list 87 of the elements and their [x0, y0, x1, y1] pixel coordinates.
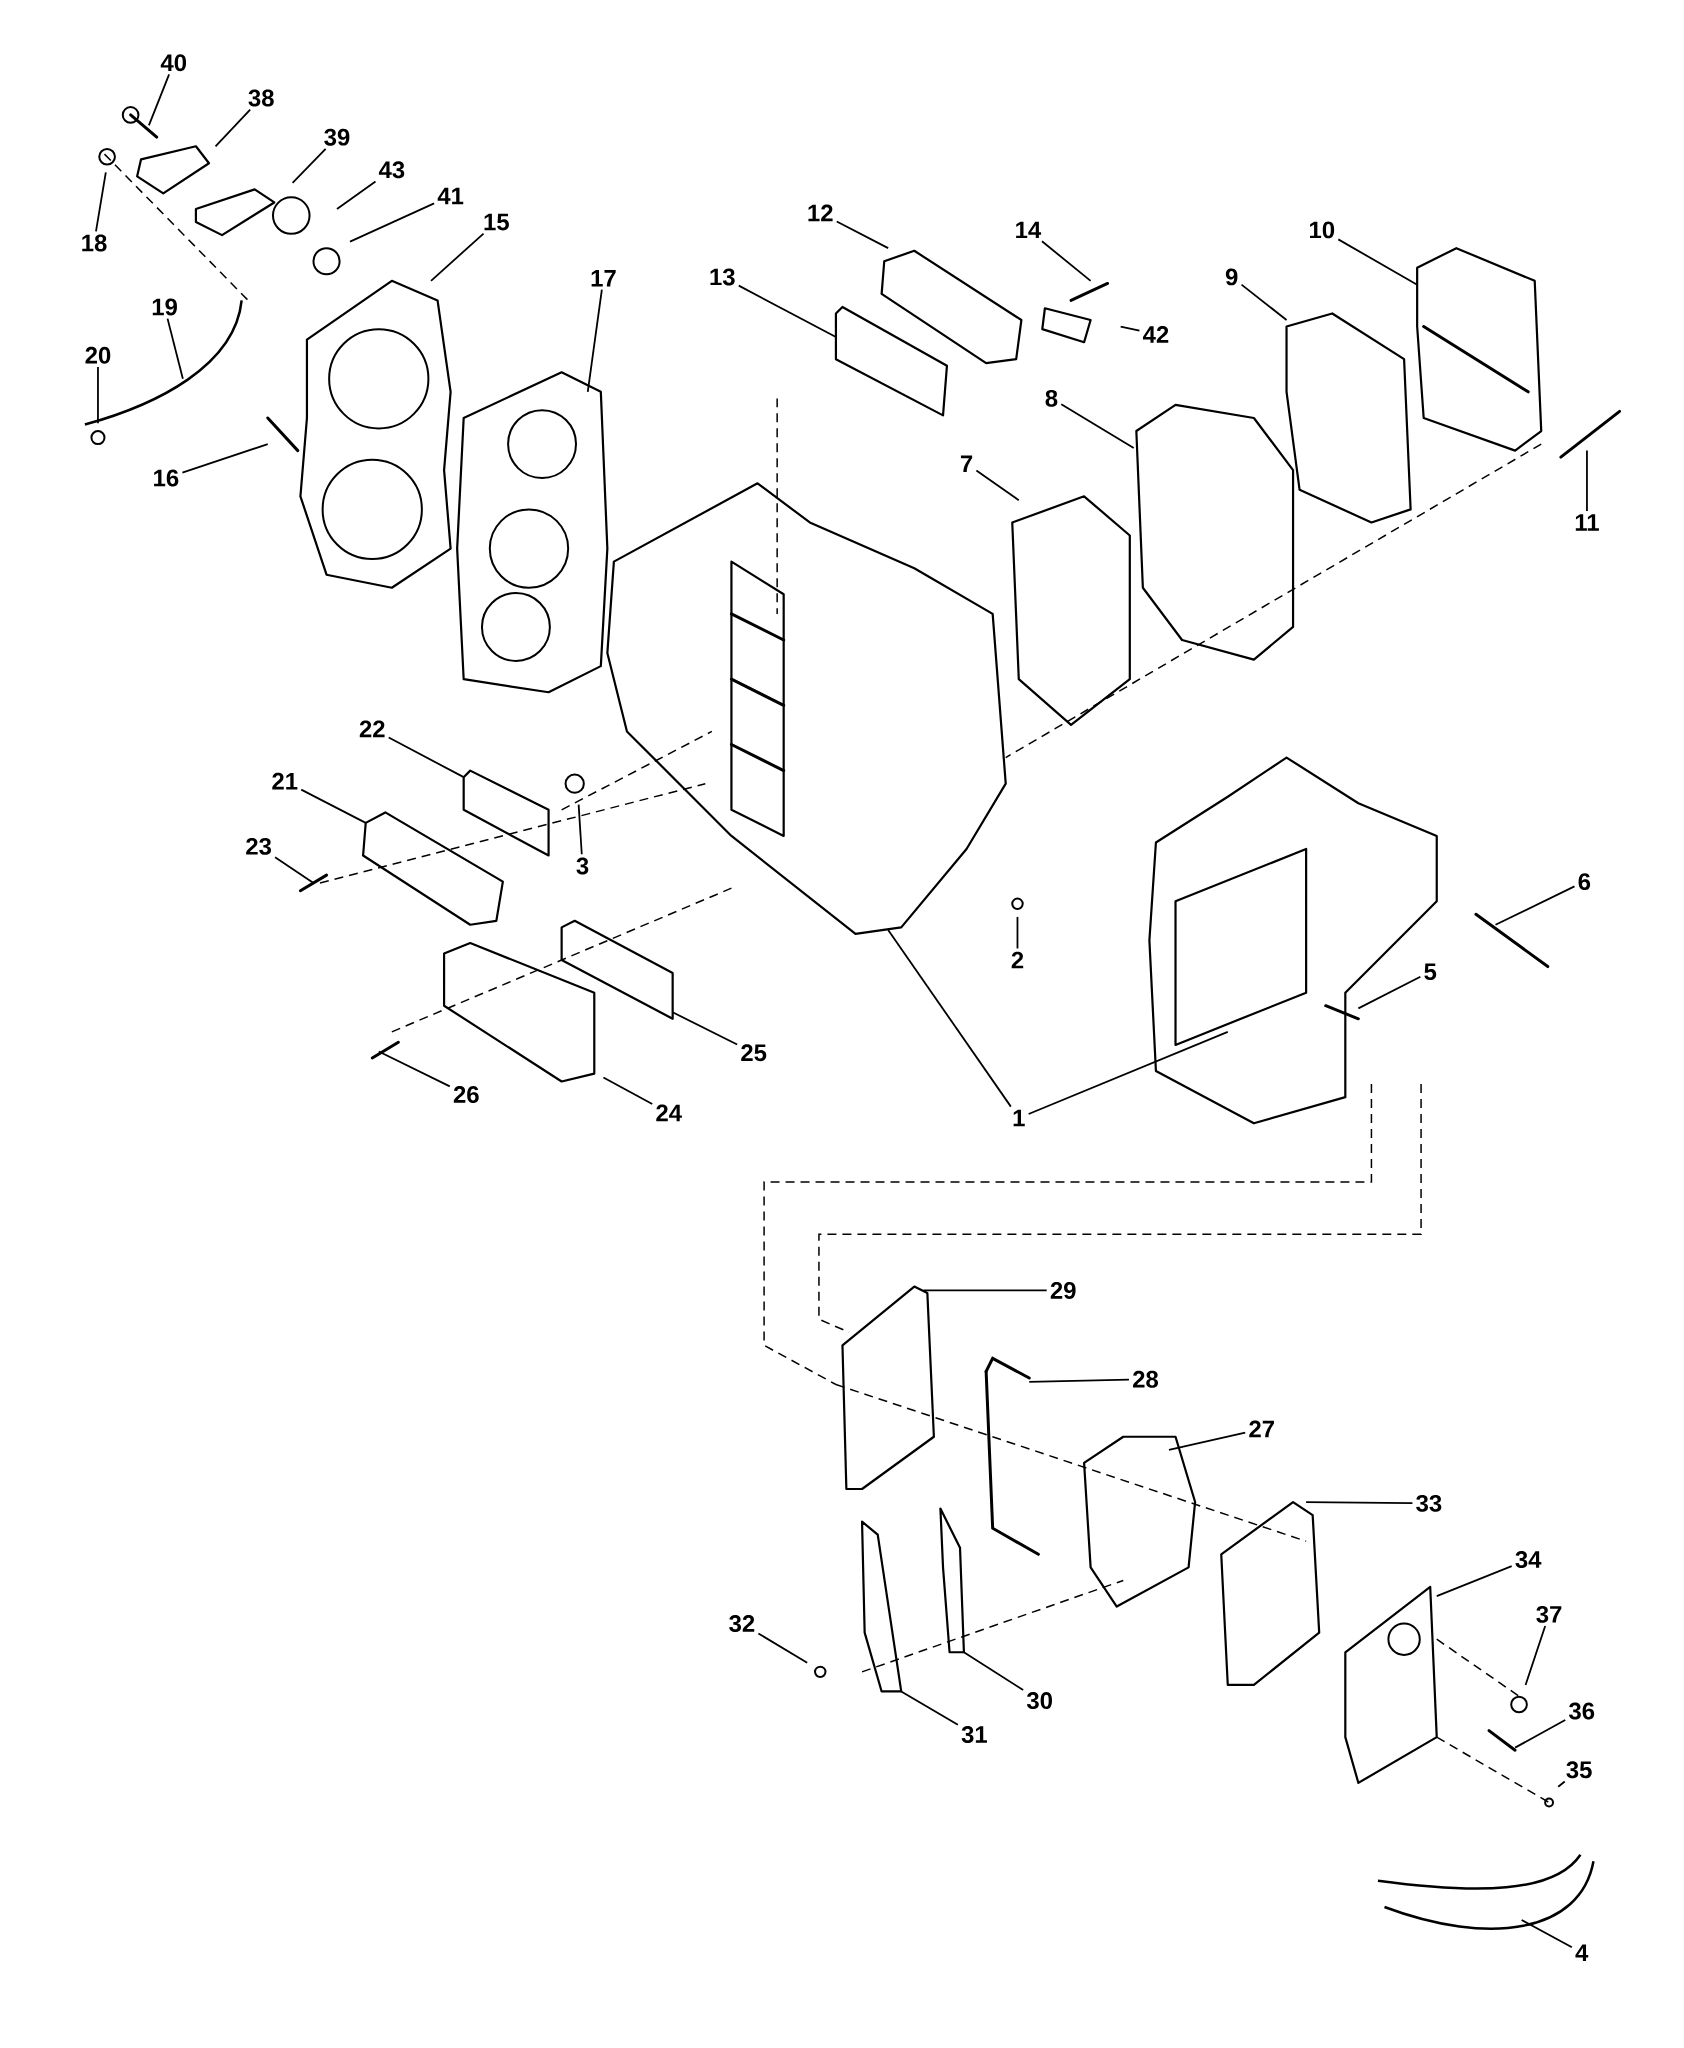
leader-line [274, 856, 315, 884]
leader-line [1357, 975, 1422, 1010]
leader-line [1240, 283, 1288, 321]
leader-line [1520, 1919, 1573, 1949]
leader-line [97, 366, 100, 425]
leader-line [300, 788, 367, 824]
callout-number: 27 [1249, 1420, 1275, 1438]
leader-line [388, 736, 465, 779]
callout-number: 19 [153, 298, 178, 316]
leader-line [1168, 1431, 1247, 1451]
leader-line [1494, 885, 1576, 926]
callout-number: 5 [1424, 963, 1437, 981]
callout-number: 4 [1575, 1944, 1589, 1961]
leader-line [1119, 325, 1141, 332]
callout-number: 14 [1016, 221, 1042, 239]
leader-line [148, 73, 171, 127]
callout-number: 43 [379, 161, 405, 179]
leader-line [1060, 403, 1135, 449]
callout-number: 25 [741, 1044, 767, 1062]
leader-line [671, 1011, 739, 1046]
callout-number: 38 [248, 89, 274, 107]
callout-number: 7 [961, 455, 973, 472]
callout-number: 12 [808, 204, 833, 222]
leader-line [1028, 1378, 1131, 1383]
leader-line [378, 1050, 451, 1088]
leader-line [214, 108, 252, 148]
callout-number: 29 [1050, 1282, 1076, 1299]
leader-line [1557, 1780, 1566, 1788]
callout-number: 34 [1515, 1551, 1542, 1568]
leader-line [1514, 1719, 1567, 1749]
callout-number: 26 [454, 1086, 479, 1103]
leader-line [738, 284, 838, 338]
callout-number: 41 [437, 187, 464, 205]
leader-line [587, 288, 603, 393]
leader-line [577, 803, 583, 856]
callout-number: 6 [1578, 873, 1591, 891]
leader-line [1027, 1030, 1229, 1115]
callout-number: 8 [1045, 389, 1058, 407]
leader-line [602, 1076, 654, 1105]
callout-number: 39 [324, 128, 350, 146]
leader-line [975, 469, 1020, 502]
callout-number: 16 [154, 469, 179, 487]
leader-line [430, 232, 485, 282]
callout-number: 28 [1133, 1370, 1159, 1388]
callout-number: 36 [1569, 1702, 1595, 1720]
callout-number: 9 [1226, 268, 1238, 286]
leader-line [349, 202, 436, 243]
callout-number: 32 [729, 1615, 755, 1632]
leader-line [166, 317, 184, 380]
leader-line [1524, 1625, 1547, 1686]
leader-line [1041, 240, 1092, 282]
callout-number: 31 [961, 1726, 988, 1744]
leader-line [757, 1632, 809, 1664]
leader-line [1016, 916, 1019, 950]
leader-line [900, 1690, 959, 1726]
leader-line [1436, 1565, 1513, 1597]
leader-line [181, 443, 269, 474]
leader-line [922, 1289, 1048, 1292]
callout-number: 2 [1011, 951, 1024, 969]
callout-number: 33 [1416, 1494, 1442, 1512]
callout-number: 11 [1576, 514, 1600, 531]
callout-number: 15 [484, 213, 510, 231]
leader-line [291, 147, 327, 184]
callout-number: 37 [1536, 1605, 1562, 1623]
callout-number: 13 [710, 268, 735, 286]
callout-number: 18 [82, 234, 107, 252]
leader-line [1586, 449, 1589, 512]
leader-line [336, 180, 377, 210]
callout-number: 17 [591, 270, 616, 287]
callout-number: 1 [1013, 1109, 1025, 1127]
callout-number: 20 [85, 346, 111, 364]
leader-line [1337, 238, 1419, 286]
callout-number: 24 [656, 1104, 683, 1122]
callout-number: 30 [1027, 1692, 1053, 1710]
callout-number: 22 [360, 720, 385, 738]
callout-number: 23 [246, 837, 272, 855]
leader-line [1305, 1501, 1414, 1505]
leader-line [836, 220, 890, 250]
callout-number: 10 [1310, 221, 1335, 239]
callout-number: 3 [576, 857, 589, 875]
callout-number: 35 [1566, 1761, 1592, 1779]
callout-number: 40 [161, 54, 187, 72]
callout-number: 42 [1143, 326, 1169, 343]
callout-number: 21 [272, 772, 298, 790]
leader-line [963, 1651, 1025, 1691]
leader-line [887, 929, 1012, 1108]
leader-line [95, 171, 107, 233]
